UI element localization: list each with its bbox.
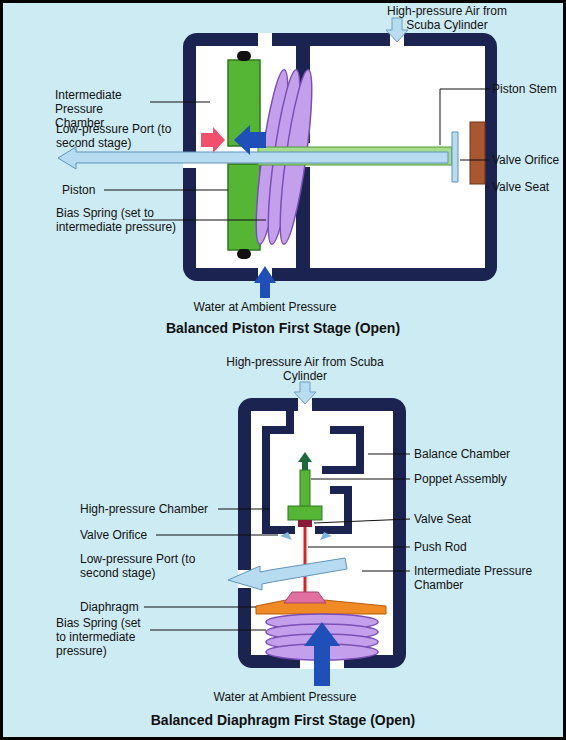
- part-label: Water at Ambient Pressure: [170, 300, 360, 314]
- leader-lines: [144, 454, 410, 630]
- part-label: Valve Orifice: [80, 528, 170, 542]
- part-label: High-pressure Chamber: [80, 502, 220, 516]
- part-label: Intermediate Pressure Chamber: [414, 564, 534, 592]
- part-label: High-pressure Air from Scuba Cylinder: [372, 4, 522, 32]
- part-label: Diaphragm: [80, 600, 160, 614]
- part-label: Piston Stem: [492, 82, 562, 96]
- part-label: Balance Chamber: [414, 447, 554, 461]
- part-label: Low-pressure Port (to second stage): [80, 552, 215, 580]
- caption: Balanced Diaphragm First Stage (Open): [63, 712, 503, 729]
- part-label: Valve Seat: [414, 512, 554, 526]
- diaphragm-first-stage: [228, 382, 406, 686]
- part-label: Valve Orifice: [492, 153, 562, 167]
- piston-first-stage: [58, 18, 497, 298]
- part-label: Bias Spring (set to intermediate pressur…: [56, 206, 181, 234]
- part-label: Bias Spring (set to intermediate pressur…: [56, 616, 148, 658]
- part-label: Valve Seat: [492, 180, 562, 194]
- part-label: Low-pressure Port (to second stage): [56, 122, 186, 150]
- part-label: Poppet Assembly: [414, 472, 554, 486]
- part-label: High-pressure Air from Scuba Cylinder: [225, 355, 385, 383]
- leader-lines: [104, 89, 490, 220]
- caption: Balanced Piston First Stage (Open): [63, 320, 503, 337]
- part-label: Piston: [62, 183, 122, 197]
- part-label: Water at Ambient Pressure: [190, 690, 380, 704]
- part-label: Push Rod: [414, 540, 554, 554]
